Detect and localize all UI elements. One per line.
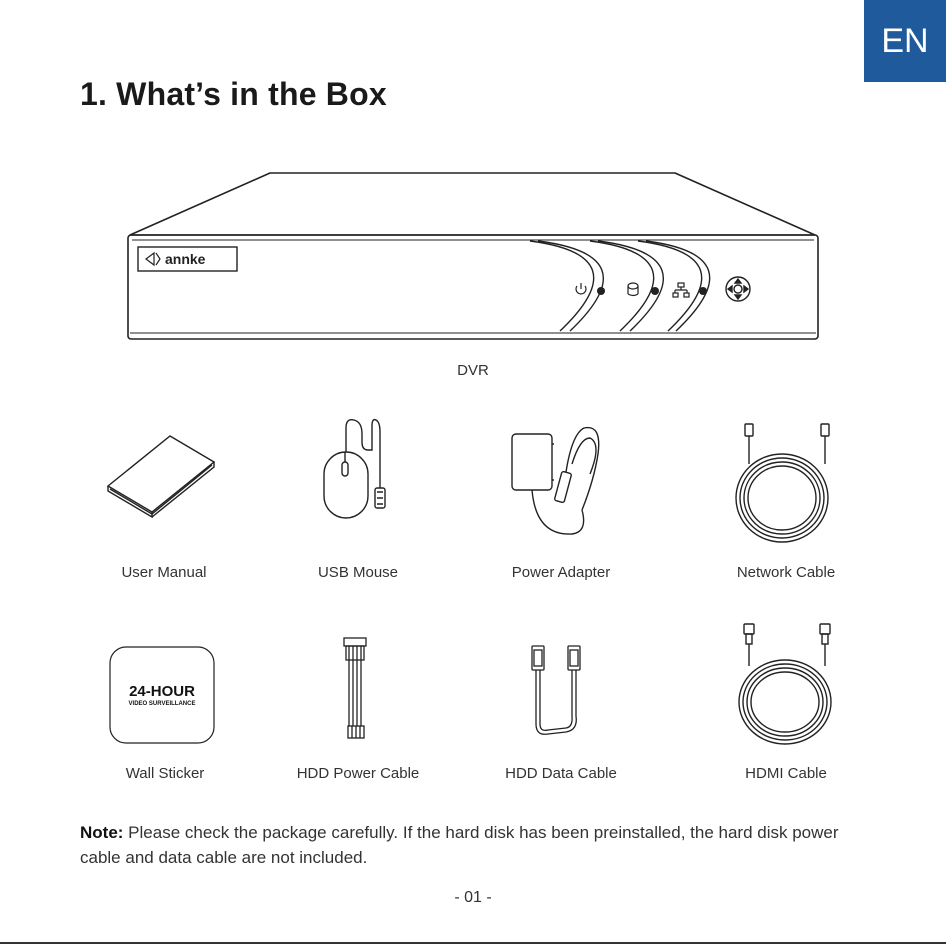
note-text: Please check the package carefully. If t… <box>80 823 839 867</box>
dvr-brand-logo: annke <box>165 251 206 267</box>
item-label-network-cable: Network Cable <box>736 564 836 581</box>
hdd-data-cable-icon <box>531 645 581 735</box>
network-icon <box>672 282 690 298</box>
hdmi-cable-icon <box>738 623 832 745</box>
power-adapter-icon <box>511 426 600 535</box>
item-hdd-data-cable <box>526 642 586 740</box>
item-label-usb-mouse: USB Mouse <box>317 564 399 581</box>
mouse-icon <box>323 418 386 519</box>
dvr-label: DVR <box>457 362 489 379</box>
power-icon <box>575 283 587 295</box>
bottom-rule <box>0 942 946 944</box>
hdd-power-cable-icon <box>343 637 367 739</box>
sticker-line1: 24-HOUR <box>129 683 195 700</box>
ir-receiver-icon <box>725 276 751 302</box>
item-label-user-manual: User Manual <box>121 564 207 581</box>
item-label-power-adapter: Power Adapter <box>511 564 611 581</box>
item-hdmi-cable <box>730 620 840 748</box>
network-cable-icon <box>735 423 830 543</box>
item-power-adapter <box>506 424 616 540</box>
item-hdd-power-cable <box>340 636 370 740</box>
manual-icon <box>106 435 216 518</box>
note-label: Note: <box>80 823 124 842</box>
item-network-cable <box>730 418 840 546</box>
note-paragraph: Note: Please check the package carefully… <box>80 820 880 870</box>
hdd-icon <box>627 282 639 297</box>
item-label-wall-sticker: Wall Sticker <box>125 765 205 782</box>
item-usb-mouse <box>318 412 408 522</box>
language-tab: EN <box>864 0 946 82</box>
wall-sticker-icon <box>109 646 215 744</box>
item-wall-sticker: 24-HOUR VIDEO SURVEILLANCE <box>108 645 216 745</box>
item-user-manual <box>100 428 230 518</box>
sticker-line2: VIDEO SURVEILLANCE <box>128 701 196 707</box>
item-label-hdd-data-cable: HDD Data Cable <box>505 765 617 782</box>
item-label-hdd-power-cable: HDD Power Cable <box>296 765 420 782</box>
dvr-illustration: annke <box>127 172 819 340</box>
item-label-hdmi-cable: HDMI Cable <box>745 765 827 782</box>
page-title: 1. What’s in the Box <box>80 76 387 112</box>
page-number: - 01 - <box>454 889 492 906</box>
